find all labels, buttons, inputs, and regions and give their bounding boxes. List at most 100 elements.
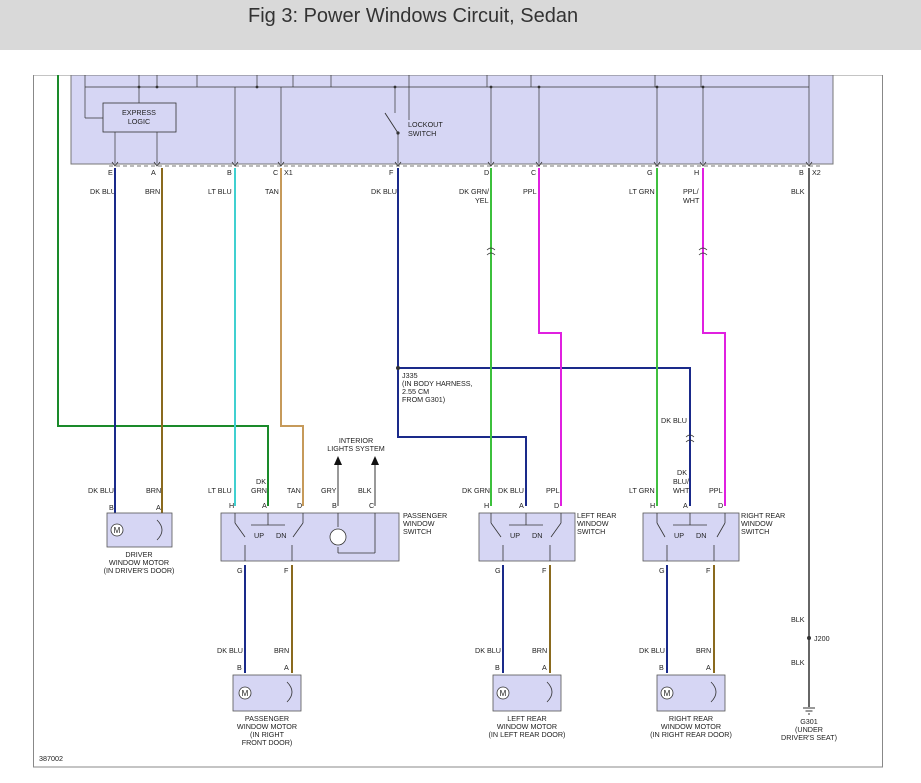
wire-label: PPL <box>523 187 537 196</box>
pin-label: B <box>332 501 337 510</box>
component-label: WINDOW MOTOR <box>497 722 557 731</box>
connector-x1-label: X1 <box>284 168 293 177</box>
splice-j200-label: J200 <box>814 634 830 643</box>
pin-label: H <box>650 501 655 510</box>
pin-label: A <box>284 663 289 672</box>
component-label: WINDOW <box>577 519 609 528</box>
splice-j335-label: J335 <box>402 371 418 380</box>
wiring-diagram: EXPRESS LOGIC LOCKOUT SWITCH E A B C X1 … <box>33 75 883 768</box>
wire-label: TAN <box>287 486 301 495</box>
inline-connectors <box>486 247 708 443</box>
ground-desc: DRIVER'S SEAT) <box>781 733 837 742</box>
component-label: SWITCH <box>403 527 431 536</box>
pin-label: D <box>554 501 559 510</box>
pin-label: E <box>108 168 113 177</box>
splice-j335-desc: (IN BODY HARNESS, <box>402 379 473 388</box>
component-label: WINDOW MOTOR <box>661 722 721 731</box>
lockout-switch-pivot <box>396 131 400 135</box>
wire-label: DK <box>256 477 266 486</box>
driver-switch-module <box>70 75 834 165</box>
wire-label: BRN <box>145 187 160 196</box>
component-label: SWITCH <box>741 527 769 536</box>
component-label: LEFT REAR <box>577 511 616 520</box>
wire-label: PPL/ <box>683 187 699 196</box>
passenger-window-switch <box>220 512 400 562</box>
wire-label: YEL <box>475 196 489 205</box>
left-switch-internals <box>490 513 562 561</box>
pin-label: B <box>227 168 232 177</box>
pin-label: F <box>542 566 547 575</box>
wire-label: BLK <box>791 615 805 624</box>
interior-lights-label: LIGHTS SYSTEM <box>327 444 385 453</box>
motor-breaker-icon <box>546 681 553 703</box>
connector-x2-label: X2 <box>812 168 821 177</box>
wire-label: WHT <box>673 486 690 495</box>
component-label: WINDOW MOTOR <box>237 722 297 731</box>
pass-switch-internals <box>234 513 376 561</box>
pin-label: A <box>706 663 711 672</box>
connector-pin-arrows <box>111 161 813 167</box>
right-switch-internals <box>656 513 726 561</box>
ground-desc: (UNDER <box>795 725 823 734</box>
wires <box>57 75 810 707</box>
wire-ppl <box>538 168 562 506</box>
wire-label: DK GRN/ <box>459 187 489 196</box>
wire-label: DK BLU <box>498 486 524 495</box>
wire-label: GRN <box>251 486 267 495</box>
pin-label: A <box>519 501 524 510</box>
wire-label: GRY <box>321 486 337 495</box>
pin-label: F <box>284 566 289 575</box>
component-label: (IN RIGHT <box>250 730 285 739</box>
pin-label: B <box>495 663 500 672</box>
wire-label: PPL <box>546 486 560 495</box>
component-label: PASSENGER <box>245 714 289 723</box>
wire-label: DK BLU <box>475 646 501 655</box>
figure-id: 387002 <box>39 754 63 763</box>
motor-symbol: M <box>500 689 507 698</box>
pin-label: C <box>273 168 278 177</box>
pin-label: B <box>109 503 114 512</box>
wire-label: BLK <box>791 658 805 667</box>
wire-ppl-wht <box>702 168 726 506</box>
interior-lights-arrows <box>334 456 379 506</box>
component-label: (IN LEFT REAR DOOR) <box>489 730 566 739</box>
component-label: RIGHT REAR <box>741 511 785 520</box>
wire-label: DK BLU <box>371 187 397 196</box>
pin-label: G <box>237 566 243 575</box>
splice-j335-desc: FROM G301) <box>402 395 445 404</box>
dn-label: DN <box>696 531 706 540</box>
up-label: UP <box>674 531 684 540</box>
wire-label: DK <box>677 468 687 477</box>
lockout-switch-label: SWITCH <box>408 129 436 138</box>
pin-label: A <box>156 503 161 512</box>
wire-label: BLK <box>791 187 805 196</box>
pin-label: H <box>694 168 699 177</box>
pin-label: D <box>718 501 723 510</box>
pin-label: G <box>647 168 653 177</box>
wire-label: BRN <box>532 646 547 655</box>
module-internal-lines <box>84 75 810 163</box>
frame-border <box>33 75 883 768</box>
pin-label: F <box>389 168 394 177</box>
component-label: SWITCH <box>577 527 605 536</box>
wire-tan <box>280 168 304 506</box>
motor-breaker-icon <box>710 681 717 703</box>
passenger-window-motor <box>232 674 302 712</box>
pin-label: A <box>542 663 547 672</box>
wire-label: TAN <box>265 187 279 196</box>
motor-symbol: M <box>664 689 671 698</box>
motor-symbol: M <box>242 689 249 698</box>
left-rear-window-switch <box>478 512 576 562</box>
component-label: WINDOW <box>403 519 435 528</box>
ground-label: G301 <box>800 717 818 726</box>
motor-symbol: M <box>114 526 121 535</box>
lockout-switch-blade <box>384 112 399 134</box>
wire-label: BRN <box>146 486 161 495</box>
dn-label: DN <box>276 531 286 540</box>
ground-icon <box>803 707 815 715</box>
motor-icon <box>238 686 252 700</box>
up-label: UP <box>254 531 264 540</box>
wire-label: WHT <box>683 196 700 205</box>
wire-label: LT GRN <box>629 187 655 196</box>
pin-label: B <box>237 663 242 672</box>
